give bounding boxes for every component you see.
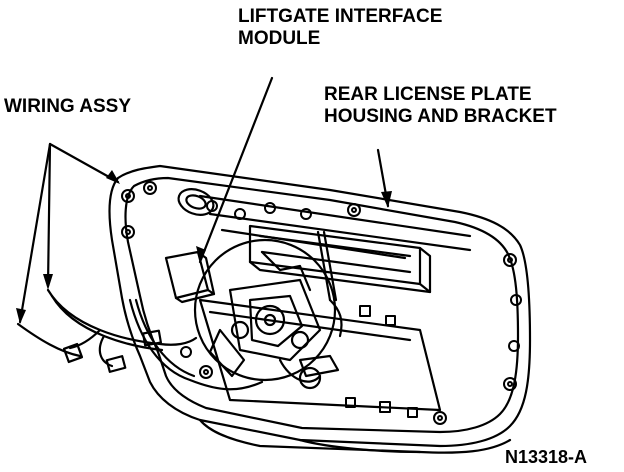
liftgate-interface-module-label: LIFTGATE INTERFACE MODULE bbox=[238, 6, 442, 50]
module-label-line2: MODULE bbox=[238, 28, 321, 49]
module-leader-line bbox=[198, 76, 274, 264]
wiring-arrow-head-1 bbox=[16, 308, 26, 324]
liftgate-panel-outline bbox=[108, 164, 532, 448]
license-plate-housing-label: REAR LICENSE PLATE HOUSING AND BRACKET bbox=[324, 84, 557, 128]
wiring-harness bbox=[46, 288, 198, 346]
wiring-assy-label: WIRING ASSY bbox=[4, 96, 132, 117]
figure-code-label: N13318-A bbox=[505, 447, 588, 467]
wiring-leader-line-2 bbox=[46, 142, 52, 288]
wiring-leader-line-3 bbox=[48, 142, 120, 184]
plate-label-line2: HOUSING AND BRACKET bbox=[324, 106, 557, 127]
wiring-arrow-head-2 bbox=[43, 274, 53, 290]
module-label-line1: LIFTGATE INTERFACE bbox=[238, 6, 443, 27]
wiring-leader-line-1 bbox=[18, 142, 52, 324]
module-arrow-head bbox=[196, 246, 206, 262]
plate-label-line1: REAR LICENSE PLATE bbox=[324, 84, 532, 105]
wiring-arrow-head-3 bbox=[106, 170, 120, 184]
liftgate-panel-inner-edge bbox=[124, 176, 520, 434]
plate-arrow-head bbox=[381, 191, 392, 208]
